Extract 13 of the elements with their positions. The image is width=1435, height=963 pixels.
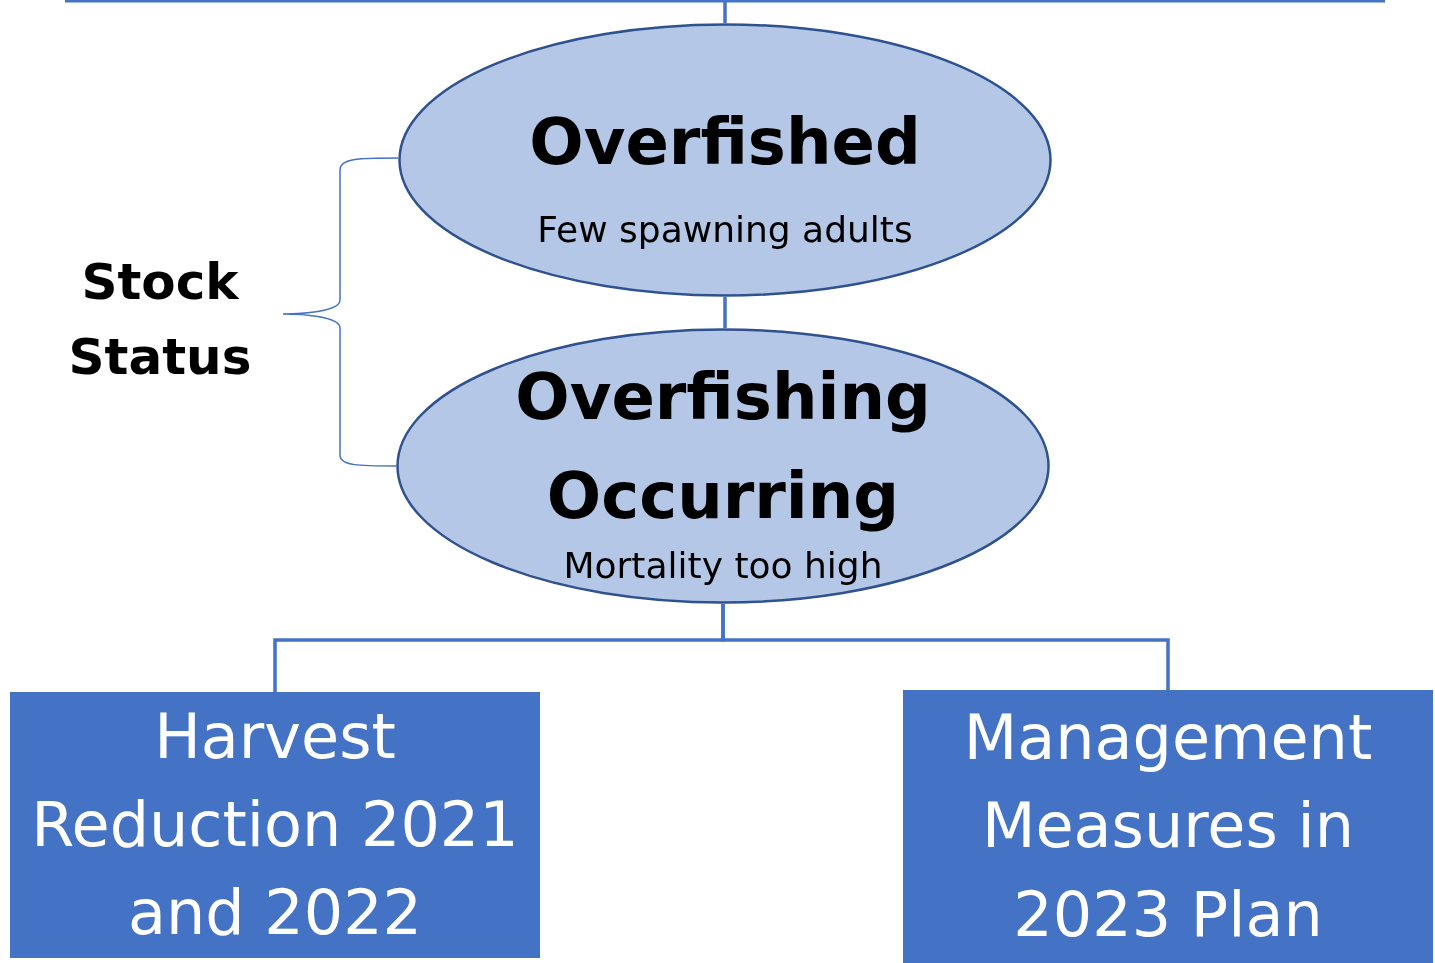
process-box [903,690,1433,963]
connector-line [723,0,727,23]
ellipse-node [398,23,1052,297]
node-title: Overfished [528,104,922,181]
ellipse-node [396,328,1050,604]
node-subtitle: Few spawning adults [537,210,913,250]
box-text: Harvest Reduction 2021 and 2022 [30,698,520,951]
box-text: Management Measures in 2023 Plan [962,700,1374,953]
node-title: Overfishing Occurring [514,359,932,536]
connector-line [723,297,727,328]
connector-line [721,604,1170,690]
bracket-label: Stock Status [67,252,253,388]
node-subtitle: Mortality too high [563,546,883,586]
